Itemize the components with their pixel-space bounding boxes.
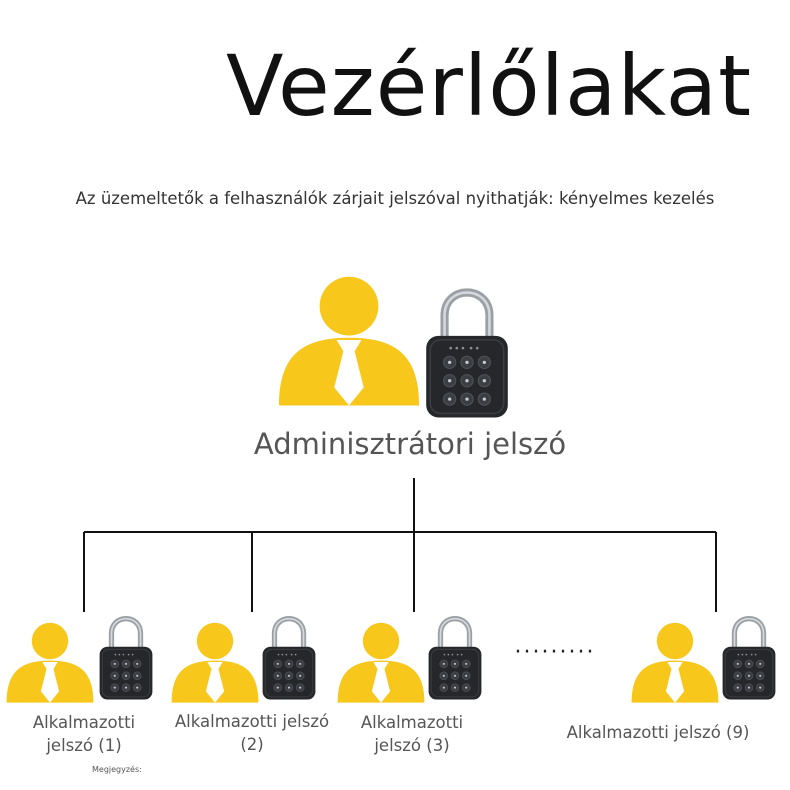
employee-node-2 xyxy=(171,619,316,703)
employee-node-9 xyxy=(631,619,776,703)
subtitle: Az üzemeltetők a felhasználók zárjait je… xyxy=(75,189,715,208)
admin-password-label: Adminisztrátori jelszó xyxy=(253,427,567,461)
note-label: Megjegyzés: xyxy=(92,765,142,774)
admin-node xyxy=(278,276,508,418)
more-employees-ellipsis: ········· xyxy=(514,640,596,665)
connector-lines xyxy=(83,478,717,612)
employee-password-label-1: Alkalmazotti jelszó (1) xyxy=(32,713,136,755)
employee-password-label-9: Alkalmazotti jelszó (9) xyxy=(566,723,750,742)
employee-password-label-2: Alkalmazotti jelszó (2) xyxy=(174,712,330,754)
padlock-icon xyxy=(426,292,508,417)
employee-password-label-3: Alkalmazotti jelszó (3) xyxy=(360,713,464,755)
person-icon xyxy=(631,622,719,703)
person-icon xyxy=(171,622,259,703)
padlock-icon xyxy=(263,619,316,700)
padlock-icon xyxy=(429,619,482,700)
padlock-icon xyxy=(723,619,776,700)
page-title: Vezérlőlakat xyxy=(226,37,753,135)
padlock-icon xyxy=(100,619,153,700)
person-icon xyxy=(278,276,420,406)
employee-node-3 xyxy=(337,619,482,703)
person-icon xyxy=(6,622,94,703)
person-icon xyxy=(337,622,425,703)
employee-node-1 xyxy=(6,619,153,703)
